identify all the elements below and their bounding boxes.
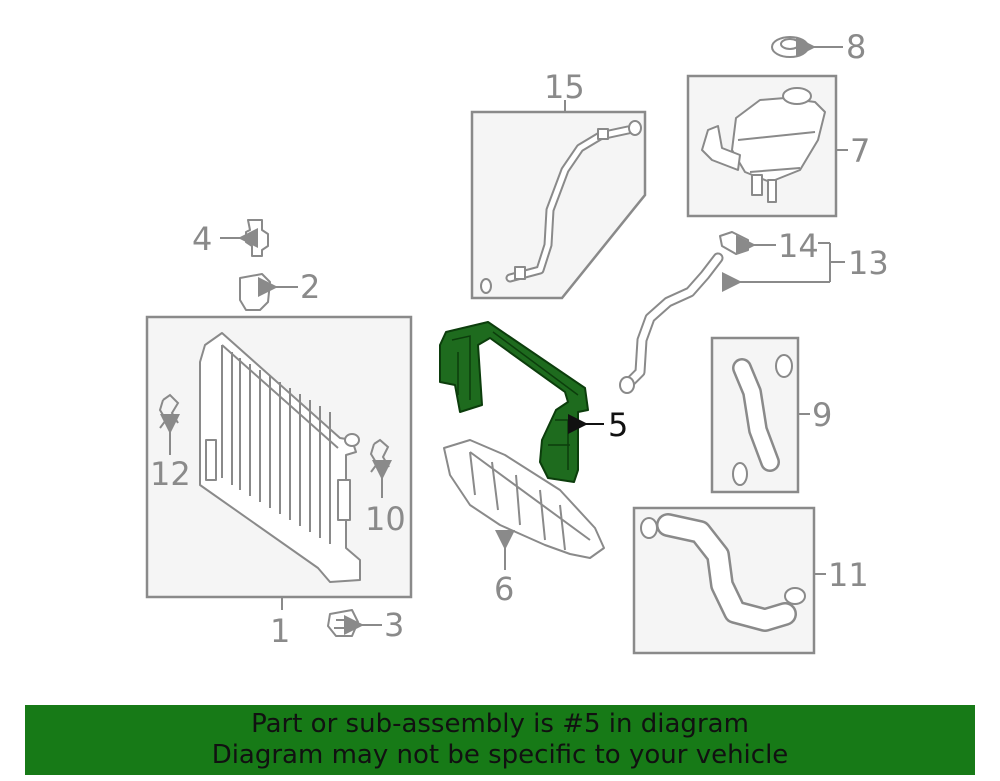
clamp-14-icon <box>719 231 749 255</box>
banner-line-1: Part or sub-assembly is #5 in diagram <box>251 709 749 739</box>
clip-12-group: 12 <box>150 393 191 493</box>
hose-13-group: 14 13 <box>619 227 889 394</box>
cap-8-group: 8 <box>771 28 866 66</box>
callout-4: 4 <box>192 220 212 258</box>
pipe-15-icon <box>507 127 631 281</box>
clip-10-group: 10 <box>365 438 406 538</box>
callout-8: 8 <box>846 28 866 66</box>
hose-11-icon <box>658 515 795 630</box>
callout-12: 12 <box>150 455 191 493</box>
insulator-2-icon <box>239 273 271 311</box>
banner-line-2: Diagram may not be specific to your vehi… <box>211 740 789 770</box>
tank-7-group: 7 <box>686 74 870 218</box>
callout-11: 11 <box>828 556 869 594</box>
hose-11-group: 11 <box>632 506 869 655</box>
air-guide-6-icon <box>443 439 605 559</box>
air-guide-5-icon <box>439 321 589 483</box>
callout-15: 15 <box>544 68 585 106</box>
hose-9-group: 9 <box>710 336 832 494</box>
hose-9-icon <box>734 360 778 470</box>
callout-1: 1 <box>270 612 290 650</box>
callout-13: 13 <box>848 244 889 282</box>
air-guide-6-group: 6 <box>443 439 605 608</box>
insulator-2-group: 2 <box>239 268 320 311</box>
callout-9: 9 <box>812 396 832 434</box>
bolt-4-group: 4 <box>192 219 269 258</box>
mount-3-group: 3 <box>327 606 404 644</box>
bolt-4-icon <box>245 219 269 257</box>
pipe-15-group: 15 <box>470 68 647 300</box>
callout-2: 2 <box>300 268 320 306</box>
air-guide-5-group: 5 <box>439 321 628 483</box>
hose-13-icon <box>624 254 722 388</box>
info-banner: Part or sub-assembly is #5 in diagram Di… <box>25 705 975 775</box>
tank-7-icon <box>731 97 826 183</box>
pipe-15-box <box>470 110 647 300</box>
callout-14: 14 <box>778 227 819 265</box>
callout-3: 3 <box>384 606 404 644</box>
callout-5: 5 <box>608 406 628 444</box>
mount-3-icon <box>327 609 359 637</box>
radiator-group: 1 <box>145 315 413 650</box>
callout-10: 10 <box>365 500 406 538</box>
parts-diagram: 1 12 10 4 2 3 5 6 <box>145 28 889 655</box>
callout-7: 7 <box>850 132 870 170</box>
callout-6: 6 <box>494 570 514 608</box>
